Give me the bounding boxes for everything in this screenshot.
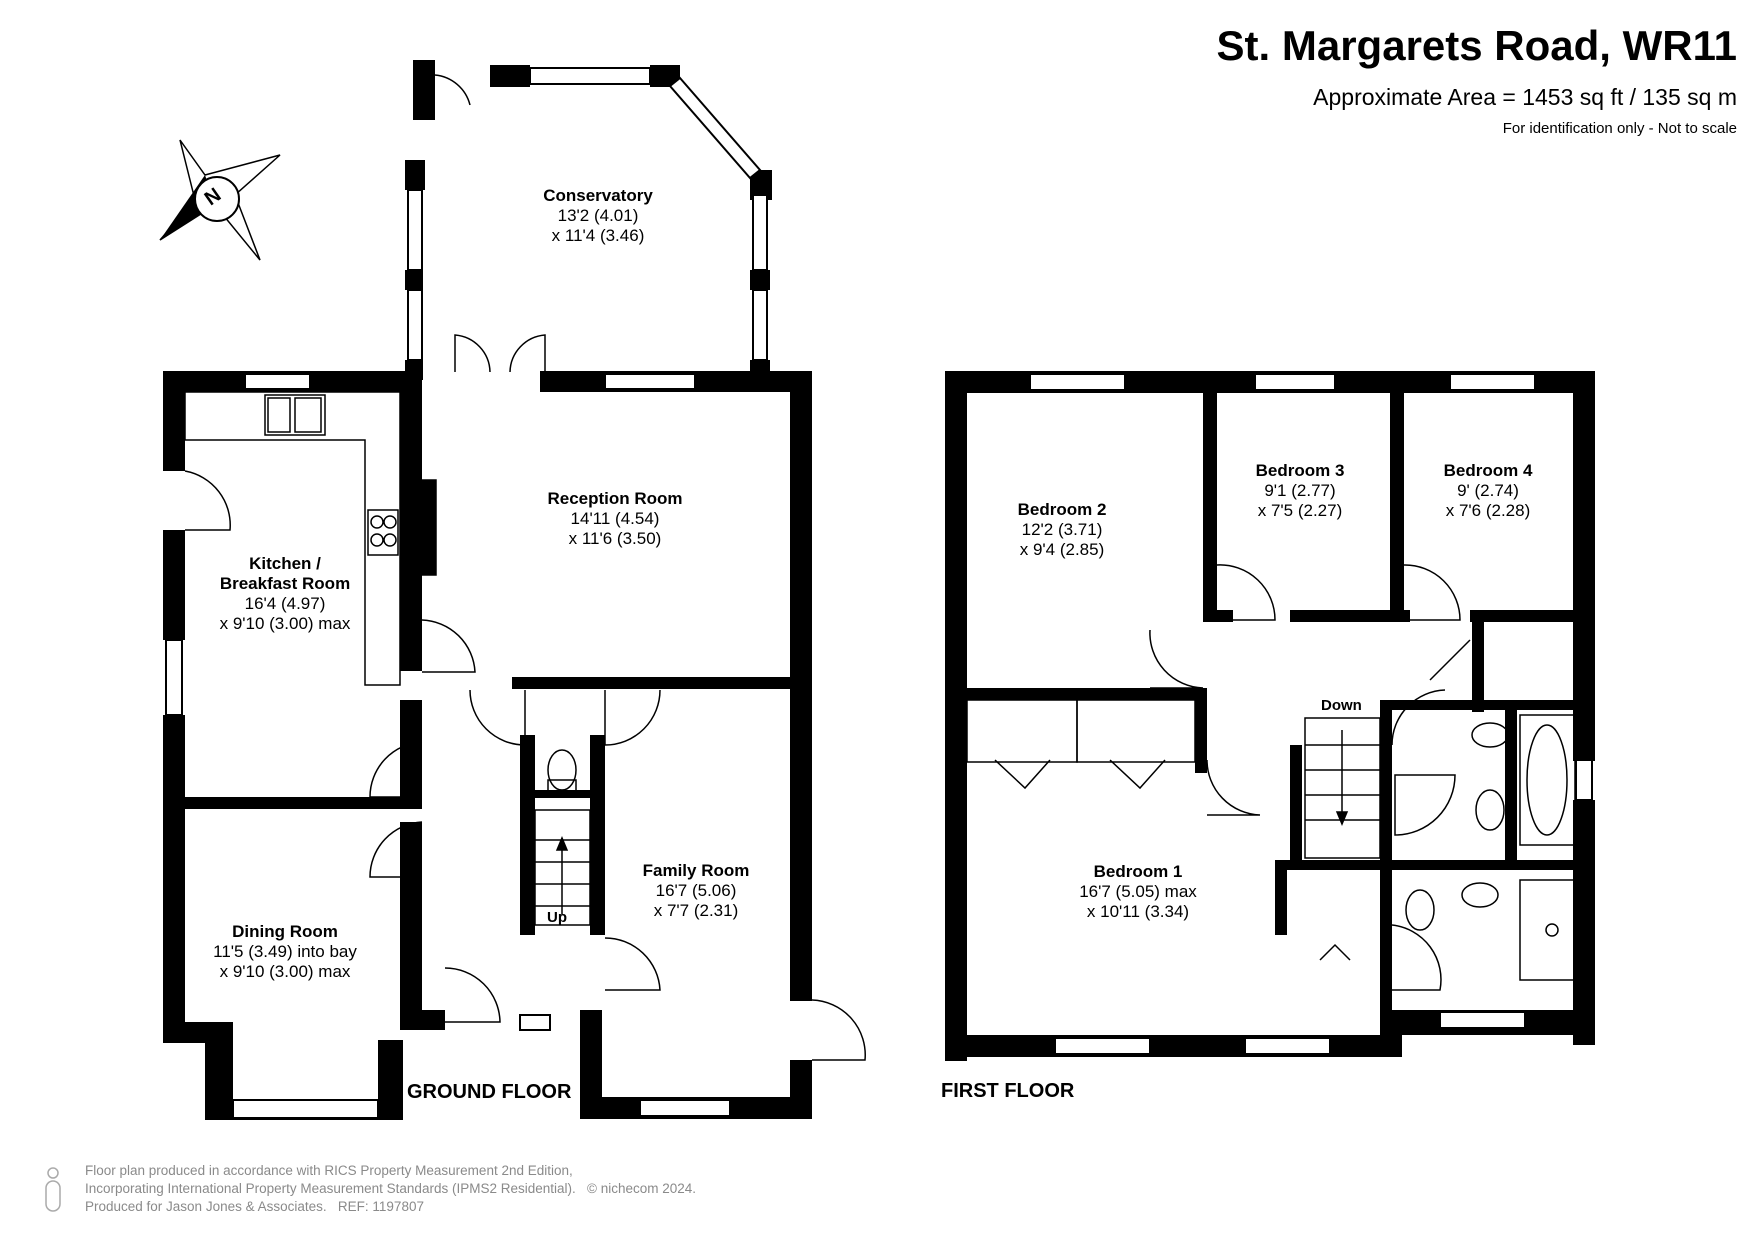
stairs-up-label: Up [547, 909, 567, 926]
room-dimension: x 7'5 (2.27) [1257, 501, 1343, 520]
compass-north-icon [159, 139, 281, 261]
room-bedroom-1: Bedroom 1 16'7 (5.05) max x 10'11 (3.34) [1079, 862, 1197, 922]
room-dimension: 13'2 (4.01) [557, 206, 639, 225]
room-name: Dining Room [232, 922, 338, 941]
room-dimension: x 9'10 (3.00) max [219, 962, 351, 981]
room-name: Bedroom 3 [1255, 461, 1345, 480]
room-dimension: x 10'11 (3.34) [1086, 902, 1190, 921]
ground-floor-doors [184, 74, 866, 1061]
room-name: Bedroom 1 [1093, 862, 1183, 881]
room-bedroom-2: Bedroom 2 12'2 (3.71) x 9'4 (2.85) [1018, 500, 1107, 560]
footer-line-text: Produced for Jason Jones & Associates. [85, 1199, 327, 1214]
room-dimension: 9'1 (2.77) [1264, 481, 1336, 500]
room-bedroom-4: Bedroom 4 9' (2.74) x 7'6 (2.28) [1444, 461, 1533, 521]
room-bedroom-3: Bedroom 3 9'1 (2.77) x 7'5 (2.27) [1256, 461, 1345, 521]
room-dimension: 9' (2.74) [1457, 481, 1519, 500]
first-floor-label: FIRST FLOOR [941, 1080, 1075, 1102]
kitchen-fittings [184, 391, 437, 686]
footer-line-text: Incorporating International Property Mea… [85, 1181, 576, 1196]
ground-floor-stairs [534, 749, 591, 926]
room-name: Kitchen / [249, 554, 321, 573]
room-name: Reception Room [547, 489, 683, 508]
footer-line: Floor plan produced in accordance with R… [85, 1163, 573, 1178]
room-dimension: x 7'6 (2.28) [1445, 501, 1531, 520]
room-dimension: 16'7 (5.06) [655, 881, 737, 900]
room-name: Conservatory [543, 186, 653, 205]
footer-line: Produced for Jason Jones & Associates. R… [85, 1198, 696, 1216]
room-kitchen-breakfast: Kitchen / Breakfast Room 16'4 (4.97) x 9… [220, 554, 351, 634]
ground-floor-label: GROUND FLOOR [407, 1081, 572, 1103]
footer-credits: Floor plan produced in accordance with R… [85, 1162, 696, 1216]
identification-note: For identification only - Not to scale [1502, 120, 1737, 137]
room-dimension: x 11'4 (3.46) [551, 226, 645, 245]
room-name: Breakfast Room [219, 574, 351, 593]
stairs-down-label: Down [1321, 697, 1362, 714]
room-conservatory: Conservatory 13'2 (4.01) x 11'4 (3.46) [543, 186, 653, 246]
ground-floor-windows [165, 67, 768, 1119]
room-reception: Reception Room 14'11 (4.54) x 11'6 (3.50… [547, 489, 682, 549]
property-title: St. Margarets Road, WR11 [1216, 22, 1737, 69]
room-name: Bedroom 2 [1017, 500, 1107, 519]
footer-copyright: © nichecom 2024. [587, 1181, 697, 1196]
first-floor-windows [1029, 373, 1593, 1055]
first-floor-stairs [1304, 717, 1381, 859]
room-family: Family Room 16'7 (5.06) x 7'7 (2.31) [643, 861, 750, 921]
approximate-area: Approximate Area = 1453 sq ft / 135 sq m [1313, 84, 1737, 110]
footer-ref: REF: 1197807 [337, 1199, 424, 1214]
room-name: Bedroom 4 [1443, 461, 1533, 480]
room-dimension: 12'2 (3.71) [1021, 520, 1103, 539]
room-dimension: x 9'4 (2.85) [1019, 540, 1105, 559]
room-dining: Dining Room 11'5 (3.49) into bay x 9'10 … [213, 922, 357, 982]
person-icon [45, 1167, 61, 1212]
room-name: Family Room [642, 861, 750, 880]
room-dimension: x 9'10 (3.00) max [219, 614, 351, 633]
footer-line: Incorporating International Property Mea… [85, 1180, 696, 1198]
bathroom-fittings [1394, 714, 1586, 981]
room-dimension: x 11'6 (3.50) [568, 529, 662, 548]
room-dimension: 16'7 (5.05) max [1079, 882, 1197, 901]
first-floor-doors [966, 564, 1471, 991]
room-dimension: x 7'7 (2.31) [653, 901, 739, 920]
room-dimension: 14'11 (4.54) [570, 509, 660, 528]
room-dimension: 11'5 (3.49) into bay [213, 942, 357, 961]
room-dimension: 16'4 (4.97) [244, 594, 326, 613]
